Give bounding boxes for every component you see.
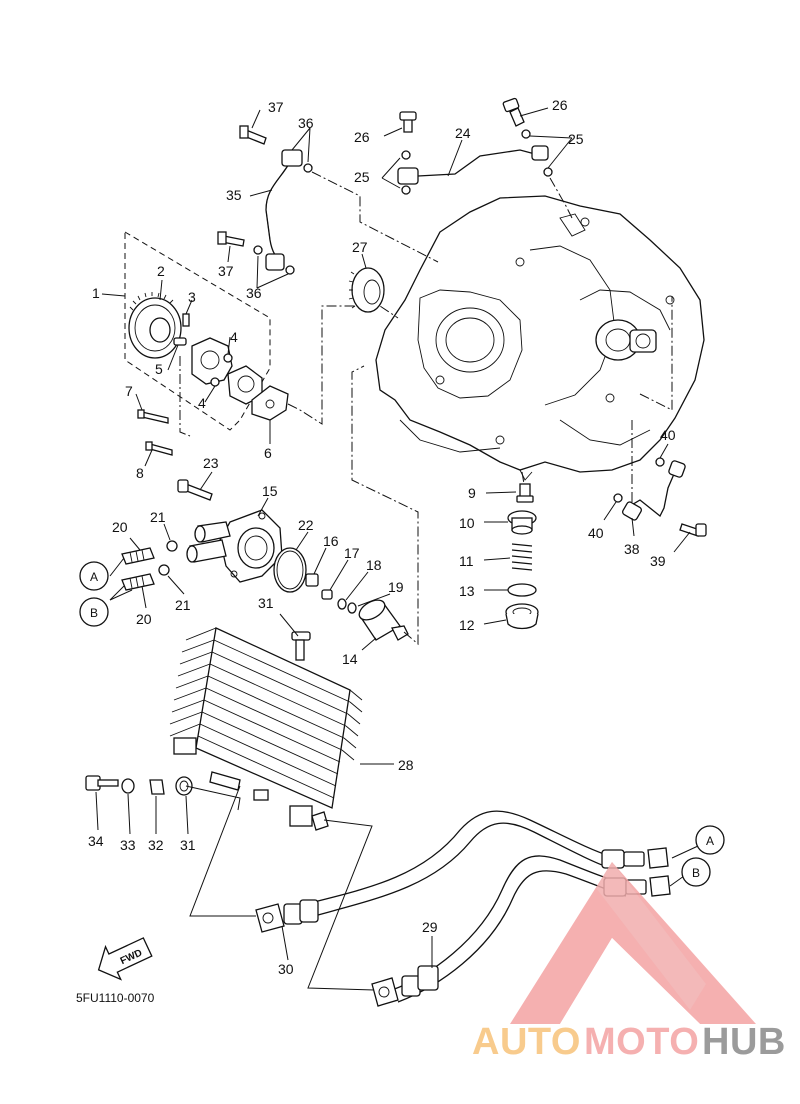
gear-27: [348, 253, 385, 313]
label-40b: 40: [588, 525, 604, 541]
label-23: 23: [203, 455, 219, 471]
label-12: 12: [459, 617, 475, 633]
label-8: 8: [136, 465, 144, 481]
ref-a-circle-left: [79, 561, 109, 591]
label-29: 29: [422, 919, 438, 935]
label-32: 32: [148, 837, 164, 853]
label-30: 30: [278, 961, 294, 977]
label-25b: 25: [354, 169, 370, 185]
ref-a-right: A: [706, 834, 714, 848]
label-20b: 20: [136, 611, 152, 627]
label-19: 19: [388, 579, 404, 595]
label-21b: 21: [175, 597, 191, 613]
label-40a: 40: [660, 427, 676, 443]
label-16: 16: [323, 533, 339, 549]
label-4b: 4: [198, 395, 206, 411]
label-36b: 36: [246, 285, 262, 301]
label-2: 2: [157, 263, 165, 279]
label-15: 15: [262, 483, 278, 499]
label-28: 28: [398, 757, 414, 773]
label-6: 6: [264, 445, 272, 461]
ref-b-right: B: [692, 866, 700, 880]
connector-refs: A B A B: [79, 561, 725, 887]
part-number-labels: 1 2 3 4 4 5 6 7 8 9 10 11 12 13 14 15 16…: [88, 97, 676, 977]
label-21a: 21: [150, 509, 166, 525]
label-20a: 20: [112, 519, 128, 535]
automotohub-watermark: AUTO MOTO HUB: [472, 862, 786, 1063]
ref-b-left: B: [90, 606, 98, 620]
ref-b-circle-right: [681, 857, 711, 887]
label-37b: 37: [218, 263, 234, 279]
fwd-arrow: FWD: [97, 937, 153, 981]
label-9: 9: [468, 485, 476, 501]
ref-a-circle-right: [695, 825, 725, 855]
watermark-part-hub: HUB: [702, 1021, 786, 1063]
label-10: 10: [459, 515, 475, 531]
label-1: 1: [92, 285, 100, 301]
label-37a: 37: [268, 99, 284, 115]
watermark-part-moto: MOTO: [584, 1021, 699, 1063]
label-24: 24: [455, 125, 471, 141]
label-26a: 26: [354, 129, 370, 145]
label-7: 7: [125, 383, 133, 399]
label-31a: 31: [258, 595, 274, 611]
right-fittings: [603, 296, 707, 553]
oil-pump-group: [101, 231, 399, 467]
label-17: 17: [344, 545, 360, 561]
label-25a: 25: [568, 131, 584, 147]
label-3: 3: [188, 289, 196, 305]
label-11: 11: [459, 553, 474, 569]
ref-a-left: A: [90, 570, 98, 584]
watermark-part-auto: AUTO: [472, 1021, 581, 1063]
label-4a: 4: [230, 329, 238, 345]
label-26b: 26: [552, 97, 568, 113]
label-27: 27: [352, 239, 368, 255]
label-22: 22: [298, 517, 314, 533]
label-5: 5: [155, 361, 163, 377]
label-18: 18: [366, 557, 382, 573]
oil-hoses: [189, 785, 699, 1007]
label-34: 34: [88, 833, 104, 849]
label-38: 38: [624, 541, 640, 557]
label-33: 33: [120, 837, 136, 853]
drawing-code: 5FU1110-0070: [76, 991, 155, 1005]
oil-cooler-28: [169, 613, 394, 831]
ref-b-circle-left: [79, 597, 109, 627]
label-31b: 31: [180, 837, 196, 853]
label-13: 13: [459, 583, 475, 599]
label-36a: 36: [298, 115, 314, 131]
filter-strainer-group: [483, 471, 539, 630]
mount-hardware: [85, 775, 241, 835]
watermark-logo-mark: [510, 862, 756, 1024]
label-39: 39: [650, 553, 666, 569]
oil-pipe-assemblies: [217, 97, 573, 289]
label-14: 14: [342, 651, 358, 667]
crankcase-drawing: [375, 195, 705, 481]
filter-housing-group: [109, 365, 419, 651]
label-35: 35: [226, 187, 242, 203]
